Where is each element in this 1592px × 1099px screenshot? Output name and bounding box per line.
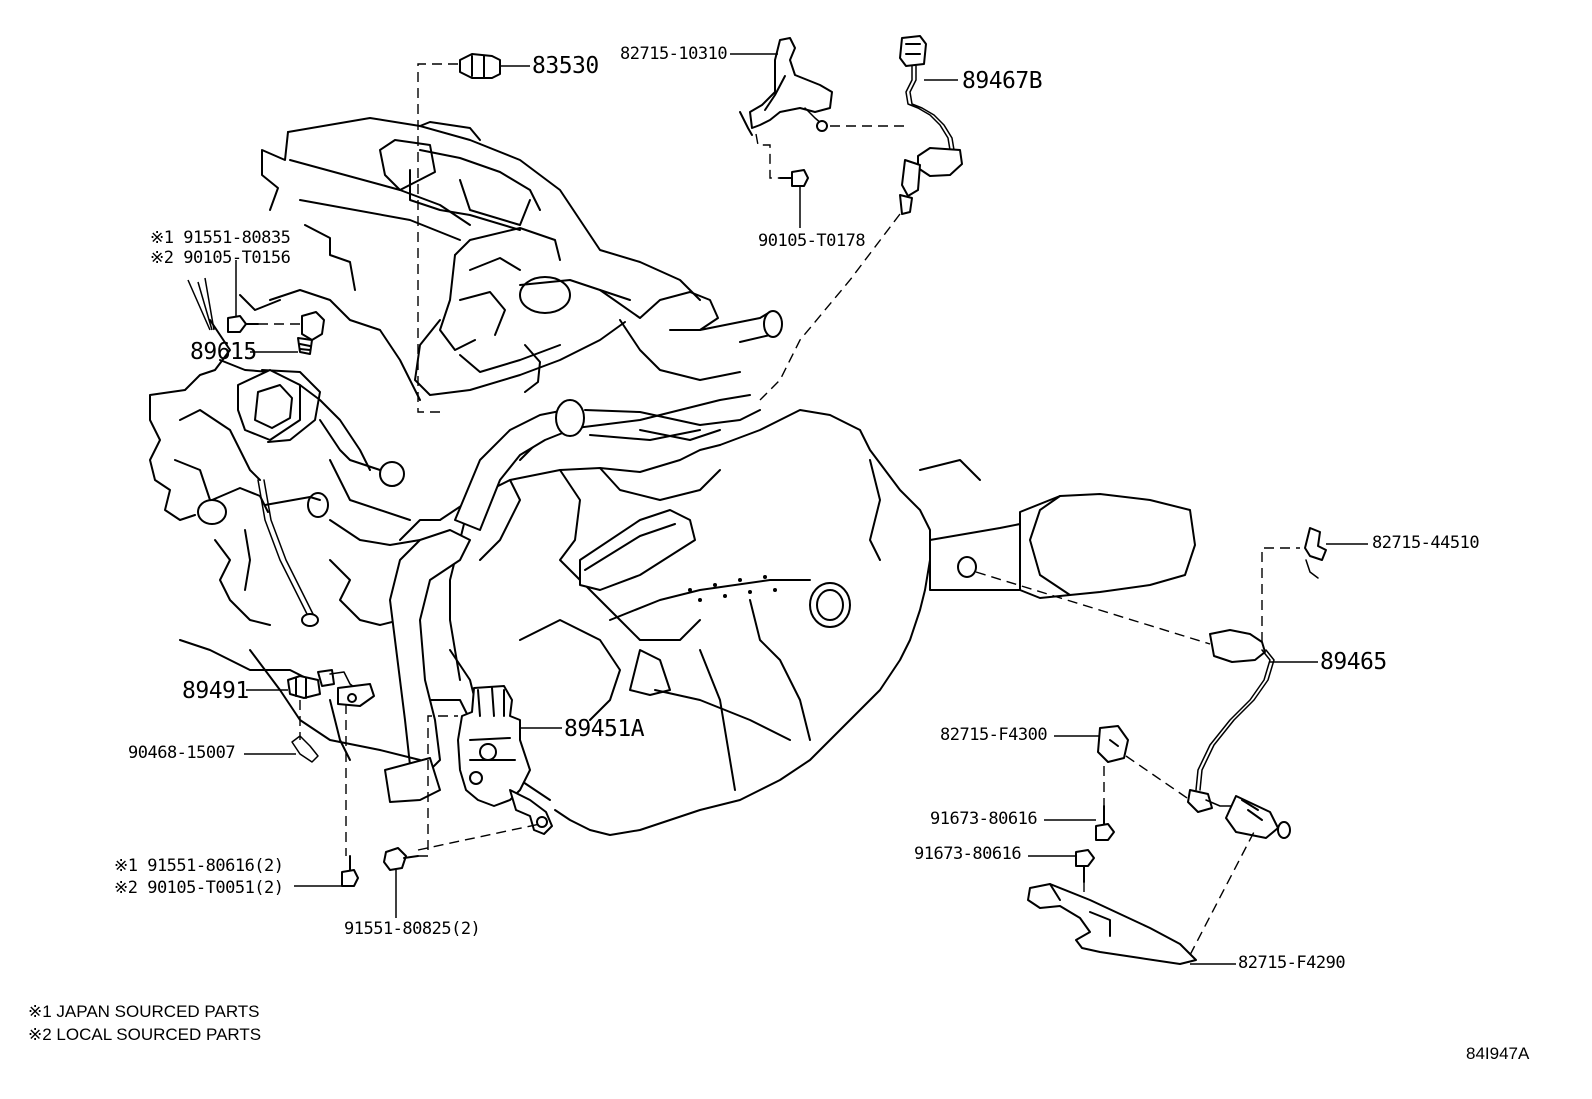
- bracket-82715-10310: [739, 37, 833, 136]
- leader-lines: [187, 53, 1368, 965]
- label-90105-T0178: 90105-T0178: [758, 231, 866, 251]
- clip-90468-15007: [291, 735, 319, 763]
- note-japan-sourced: ※1 JAPAN SOURCED PARTS: [28, 1002, 260, 1021]
- bolt-91551-80825: [383, 847, 419, 871]
- label-89491: 89491: [182, 678, 249, 704]
- engine-assembly: [149, 117, 783, 681]
- label-89467B: 89467B: [962, 68, 1043, 94]
- speed-sensor-89491: [287, 669, 375, 707]
- bolt-91673-80616-lower: [1075, 849, 1095, 883]
- label-91551-80616: ※1 91551-80616(2): [114, 856, 284, 876]
- label-90105-T0051: ※2 90105-T0051(2): [114, 878, 284, 898]
- label-89451A: 89451A: [564, 716, 645, 742]
- label-91673-80616-upper: 91673-80616: [930, 809, 1038, 829]
- neutral-switch-89451A: [457, 685, 553, 835]
- label-89615: 89615: [190, 339, 257, 365]
- label-91551-80835: ※1 91551-80835: [150, 228, 291, 248]
- label-83530: 83530: [532, 53, 599, 79]
- knock-sensor-89615: [297, 311, 325, 355]
- bolt-91673-80616-upper: [1095, 805, 1115, 841]
- bracket-82715-F4290: [1027, 883, 1197, 965]
- bolt-knock-sensor: [227, 315, 259, 333]
- label-91673-80616-lower: 91673-80616: [914, 844, 1022, 864]
- label-90468-15007: 90468-15007: [128, 743, 236, 763]
- oil-pressure-switch-83530: [459, 53, 501, 79]
- clip-82715-F4300: [1097, 725, 1129, 763]
- transaxle-assembly: [249, 394, 1196, 836]
- air-fuel-sensor-89467B: [899, 35, 963, 215]
- bolt-90105-T0178: [779, 169, 809, 187]
- label-82715-F4300: 82715-F4300: [940, 725, 1048, 745]
- label-82715-F4290: 82715-F4290: [1238, 953, 1346, 973]
- install-lines: [258, 63, 1300, 956]
- note-local-sourced: ※2 LOCAL SOURCED PARTS: [28, 1025, 262, 1044]
- diagram-code: 84I947A: [1466, 1044, 1530, 1063]
- clamp-82715-44510: [1304, 527, 1327, 579]
- label-89465: 89465: [1320, 649, 1387, 675]
- bolt-91551-80616: [341, 855, 359, 887]
- label-90105-T0156: ※2 90105-T0156: [150, 248, 291, 268]
- oxygen-sensor-89465: [1187, 629, 1291, 839]
- label-91551-80825: 91551-80825(2): [344, 919, 481, 939]
- label-82715-10310: 82715-10310: [620, 44, 728, 64]
- label-82715-44510: 82715-44510: [1372, 533, 1480, 553]
